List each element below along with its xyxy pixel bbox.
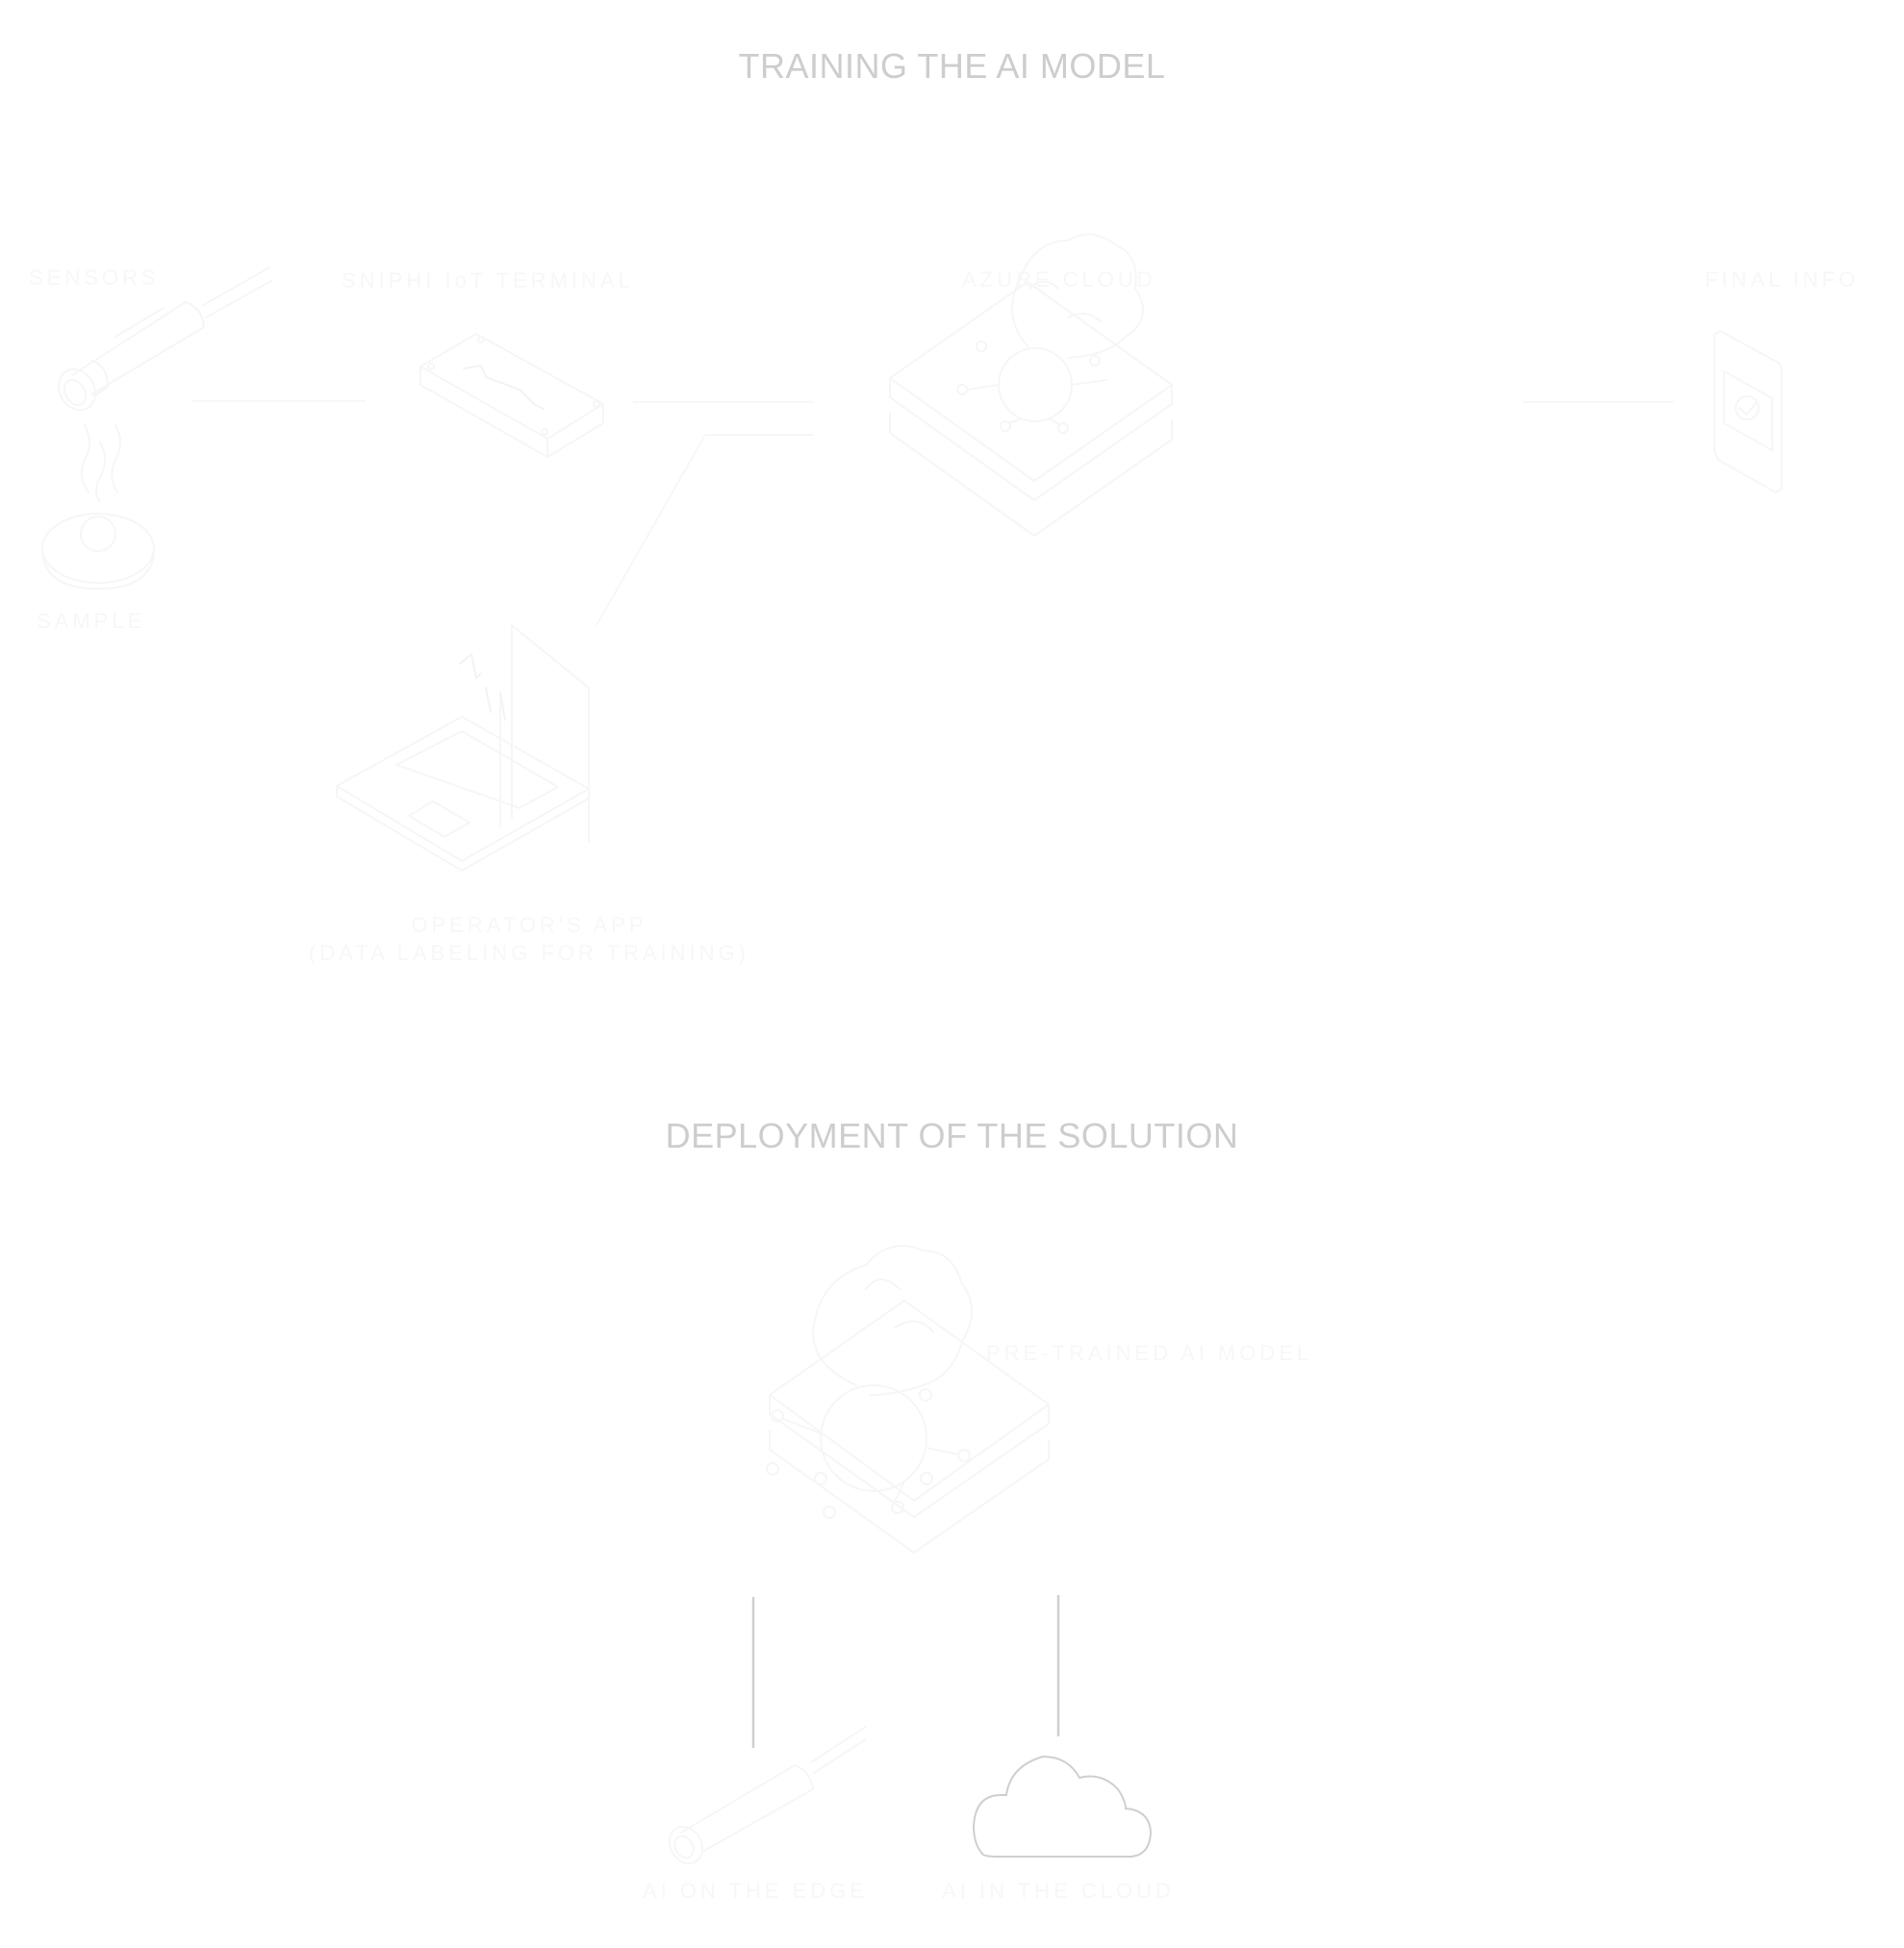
connector-operator-app-to-azure bbox=[596, 434, 814, 626]
steaming-bowl-icon bbox=[41, 424, 155, 590]
ai-on-edge-label: AI ON THE EDGE bbox=[642, 1879, 869, 1903]
operator-app-label-line2: (DATA LABELING FOR TRAINING) bbox=[309, 940, 749, 965]
iot-terminal-icon bbox=[419, 333, 604, 458]
terminal-label: SNIPHI IoT TERMINAL bbox=[342, 268, 634, 292]
laptop-icon bbox=[336, 624, 590, 872]
sensors-label: SENSORS bbox=[29, 266, 160, 290]
final-info-label: FINAL INFO bbox=[1705, 267, 1860, 291]
training-section-title: TRAINING THE AI MODEL bbox=[738, 46, 1166, 86]
sensor-probe-icon bbox=[57, 266, 272, 412]
pretrained-ai-brain-chip-icon bbox=[766, 1245, 1050, 1554]
operator-app-label-line1: OPERATOR'S APP bbox=[411, 913, 647, 937]
azure-ai-brain-chip-icon bbox=[889, 233, 1173, 537]
cloud-icon bbox=[972, 1755, 1153, 1858]
smartphone-icon bbox=[1714, 330, 1783, 493]
pretrained-model-label: PRE-TRAINED AI MODEL bbox=[986, 1341, 1313, 1365]
azure-cloud-label: AZURE CLOUD bbox=[962, 267, 1156, 291]
sample-label: SAMPLE bbox=[37, 609, 146, 633]
deployment-section-title: DEPLOYMENT OF THE SOLUTION bbox=[665, 1116, 1239, 1155]
edge-sensor-probe-icon bbox=[668, 1726, 867, 1865]
ai-in-cloud-label: AI IN THE CLOUD bbox=[942, 1879, 1175, 1903]
operator-app-label: OPERATOR'S APP (DATA LABELING FOR TRAINI… bbox=[289, 912, 770, 967]
